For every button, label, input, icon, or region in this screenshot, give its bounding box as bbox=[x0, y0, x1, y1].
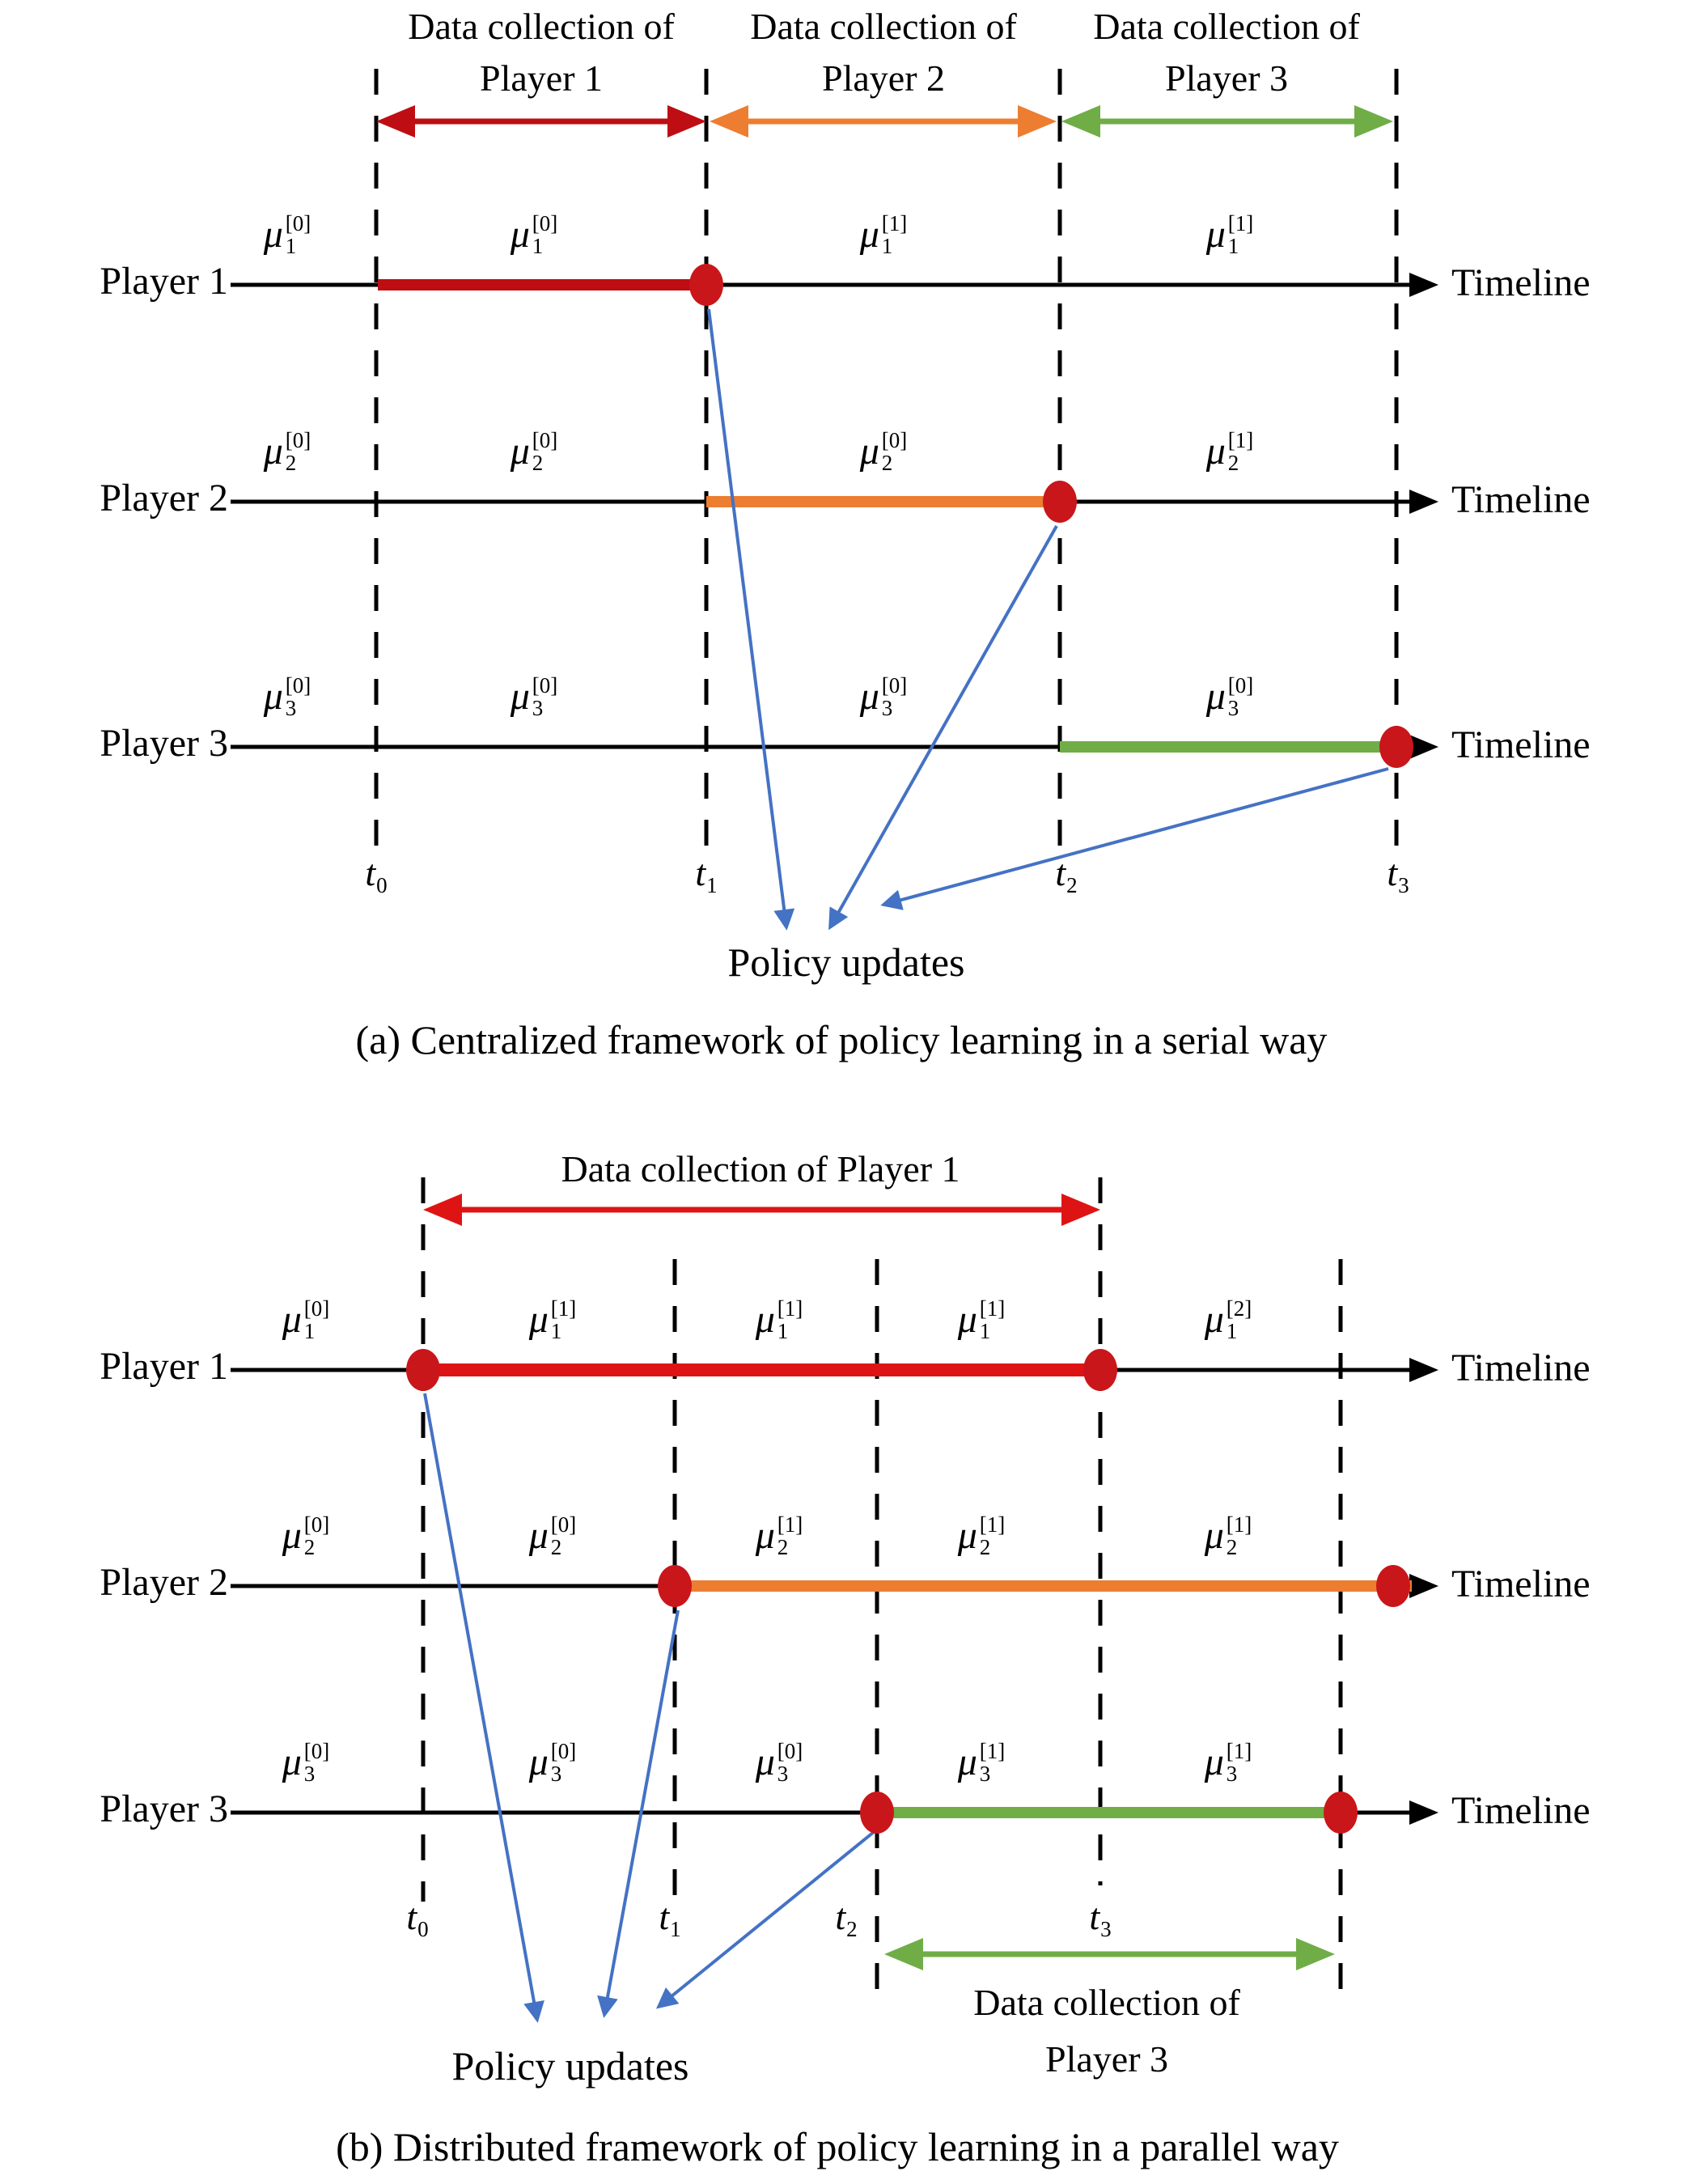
panel-b-collection-arrow-player1 bbox=[423, 1194, 1100, 1226]
policy-label: μ[1]1 bbox=[957, 1296, 1006, 1344]
policy-label: μ[2]1 bbox=[1204, 1296, 1252, 1344]
panel-b-player2-label: Player 2 bbox=[100, 1561, 228, 1604]
panel-a-header-player1-line2: Player 1 bbox=[479, 57, 604, 99]
policy-label: μ[1]1 bbox=[1205, 211, 1254, 259]
panel-b-policy-update-arrows bbox=[423, 1393, 875, 2023]
policy-label: μ[0]3 bbox=[1205, 673, 1254, 721]
panel-a-player2-timeline-label: Timeline bbox=[1451, 478, 1591, 521]
panel-b-player3-timeline-label: Timeline bbox=[1451, 1789, 1591, 1832]
policy-label: μ[0]3 bbox=[755, 1739, 803, 1787]
panel-a-caption: (a) Centralized framework of policy lear… bbox=[355, 1017, 1328, 1062]
panel-a-collection-arrow-player1 bbox=[376, 105, 706, 138]
policy-label: μ[1]3 bbox=[1204, 1739, 1252, 1787]
policy-label: μ[0]2 bbox=[282, 1512, 330, 1560]
panel-b-caption: (b) Distributed framework of policy lear… bbox=[336, 2124, 1339, 2169]
panel-b-timeline-arrowheads bbox=[1409, 1358, 1438, 1825]
policy-label: μ[0]1 bbox=[263, 211, 311, 259]
panel-a-header-player2-line1: Data collection of bbox=[750, 6, 1017, 47]
policy-label: μ[0]3 bbox=[859, 673, 908, 721]
panel-a-header-player1-line1: Data collection of bbox=[408, 6, 675, 47]
policy-label: μ[0]3 bbox=[510, 673, 558, 721]
panel-a-player2-label: Player 2 bbox=[100, 477, 228, 519]
policy-label: μ[1]2 bbox=[957, 1512, 1006, 1560]
panel-a-policy-updates-label: Policy updates bbox=[727, 939, 965, 985]
panel-a-timeline-arrowheads bbox=[1409, 273, 1438, 759]
panel-a-header-player2-line2: Player 2 bbox=[821, 57, 946, 99]
policy-label: μ[1]3 bbox=[957, 1739, 1006, 1787]
panel-b-update-dots bbox=[406, 1349, 1410, 1834]
policy-label: μ[0]1 bbox=[282, 1296, 330, 1344]
panel-b-player1-timeline-label: Timeline bbox=[1451, 1346, 1591, 1389]
panel-b-header-player1: Data collection of Player 1 bbox=[561, 1148, 960, 1190]
policy-label: μ[0]1 bbox=[510, 211, 558, 259]
policy-label: μ[0]2 bbox=[859, 428, 908, 476]
panel-a-player3-label: Player 3 bbox=[100, 722, 228, 765]
panel-a-policy-update-arrows bbox=[707, 308, 1389, 931]
panel-a-collection-arrow-player3 bbox=[1061, 105, 1393, 138]
panel-b-policy-updates-label: Policy updates bbox=[451, 2043, 689, 2089]
policy-label: μ[1]1 bbox=[755, 1296, 803, 1344]
policy-label: μ[1]1 bbox=[859, 211, 908, 259]
policy-label: μ[0]2 bbox=[510, 428, 558, 476]
panel-a-dashed-lines bbox=[374, 69, 1399, 850]
panel-b-player3-label: Player 3 bbox=[100, 1787, 228, 1830]
panel-a-update-dots bbox=[689, 264, 1413, 768]
panel-a-player1-timeline-label: Timeline bbox=[1451, 261, 1591, 304]
policy-label: μ[0]2 bbox=[528, 1512, 577, 1560]
policy-label: μ[1]2 bbox=[1204, 1512, 1252, 1560]
policy-label: μ[1]2 bbox=[1205, 428, 1254, 476]
policy-label: μ[0]2 bbox=[263, 428, 311, 476]
policy-label: μ[1]2 bbox=[755, 1512, 803, 1560]
policy-label: μ[0]3 bbox=[263, 673, 311, 721]
panel-a-player1-label: Player 1 bbox=[100, 260, 228, 303]
panel-b-collection-player3-line1: Data collection of bbox=[973, 1982, 1240, 2023]
policy-label: μ[0]3 bbox=[282, 1739, 330, 1787]
panel-a-header-player3-line1: Data collection of bbox=[1093, 6, 1360, 47]
policy-label: μ[1]1 bbox=[528, 1296, 577, 1344]
panel-b-player2-timeline-label: Timeline bbox=[1451, 1563, 1591, 1605]
panel-a-player3-timeline-label: Timeline bbox=[1451, 723, 1591, 766]
policy-label: μ[0]3 bbox=[528, 1739, 577, 1787]
panel-a-header-player3-line2: Player 3 bbox=[1164, 57, 1289, 99]
panel-b-player1-label: Player 1 bbox=[100, 1345, 228, 1388]
panel-b-collection-player3-line2: Player 3 bbox=[1044, 2038, 1169, 2080]
panel-b-collection-arrow-player3 bbox=[884, 1938, 1335, 1970]
panel-a-collection-arrow-player2 bbox=[710, 105, 1057, 138]
